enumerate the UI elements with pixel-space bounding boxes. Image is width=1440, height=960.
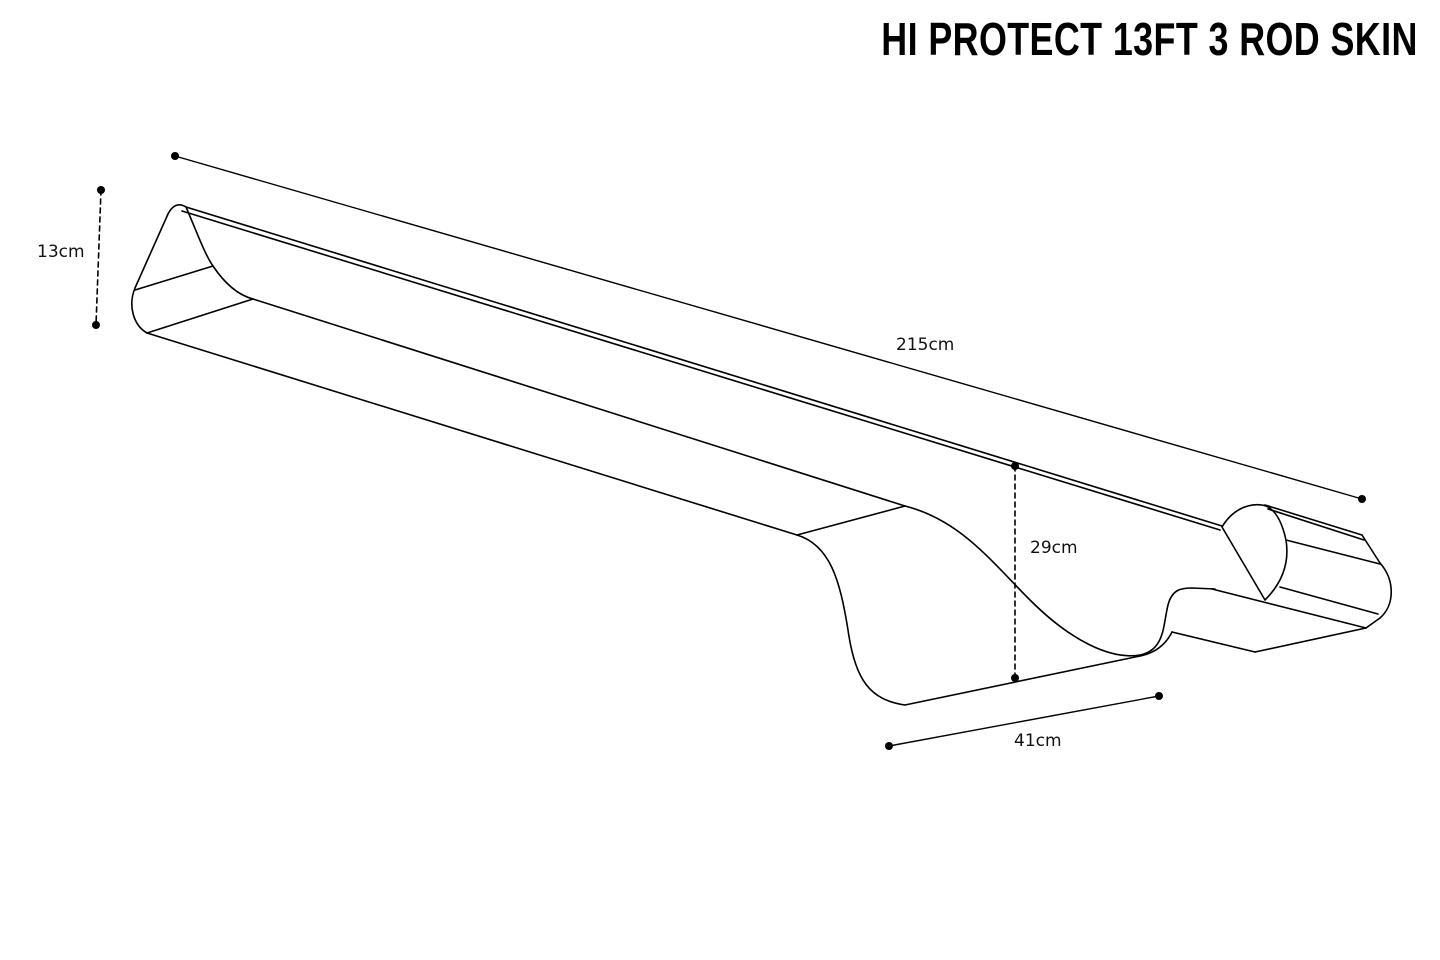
length-label: 215cm: [896, 335, 955, 355]
rod-skin-outline: [131, 204, 1392, 706]
length-dimension-line: [171, 152, 1366, 503]
end-height-label: 13cm: [37, 242, 85, 262]
tip-height-label: 29cm: [1030, 538, 1078, 558]
end-height-dimension-line: [92, 186, 105, 329]
tip-height-dimension-line: [1011, 462, 1019, 682]
tip-width-dimension-line: [885, 692, 1163, 750]
tip-width-label: 41cm: [1014, 731, 1062, 751]
product-title: HI PROTECT 13FT 3 ROD SKIN: [881, 13, 1418, 65]
